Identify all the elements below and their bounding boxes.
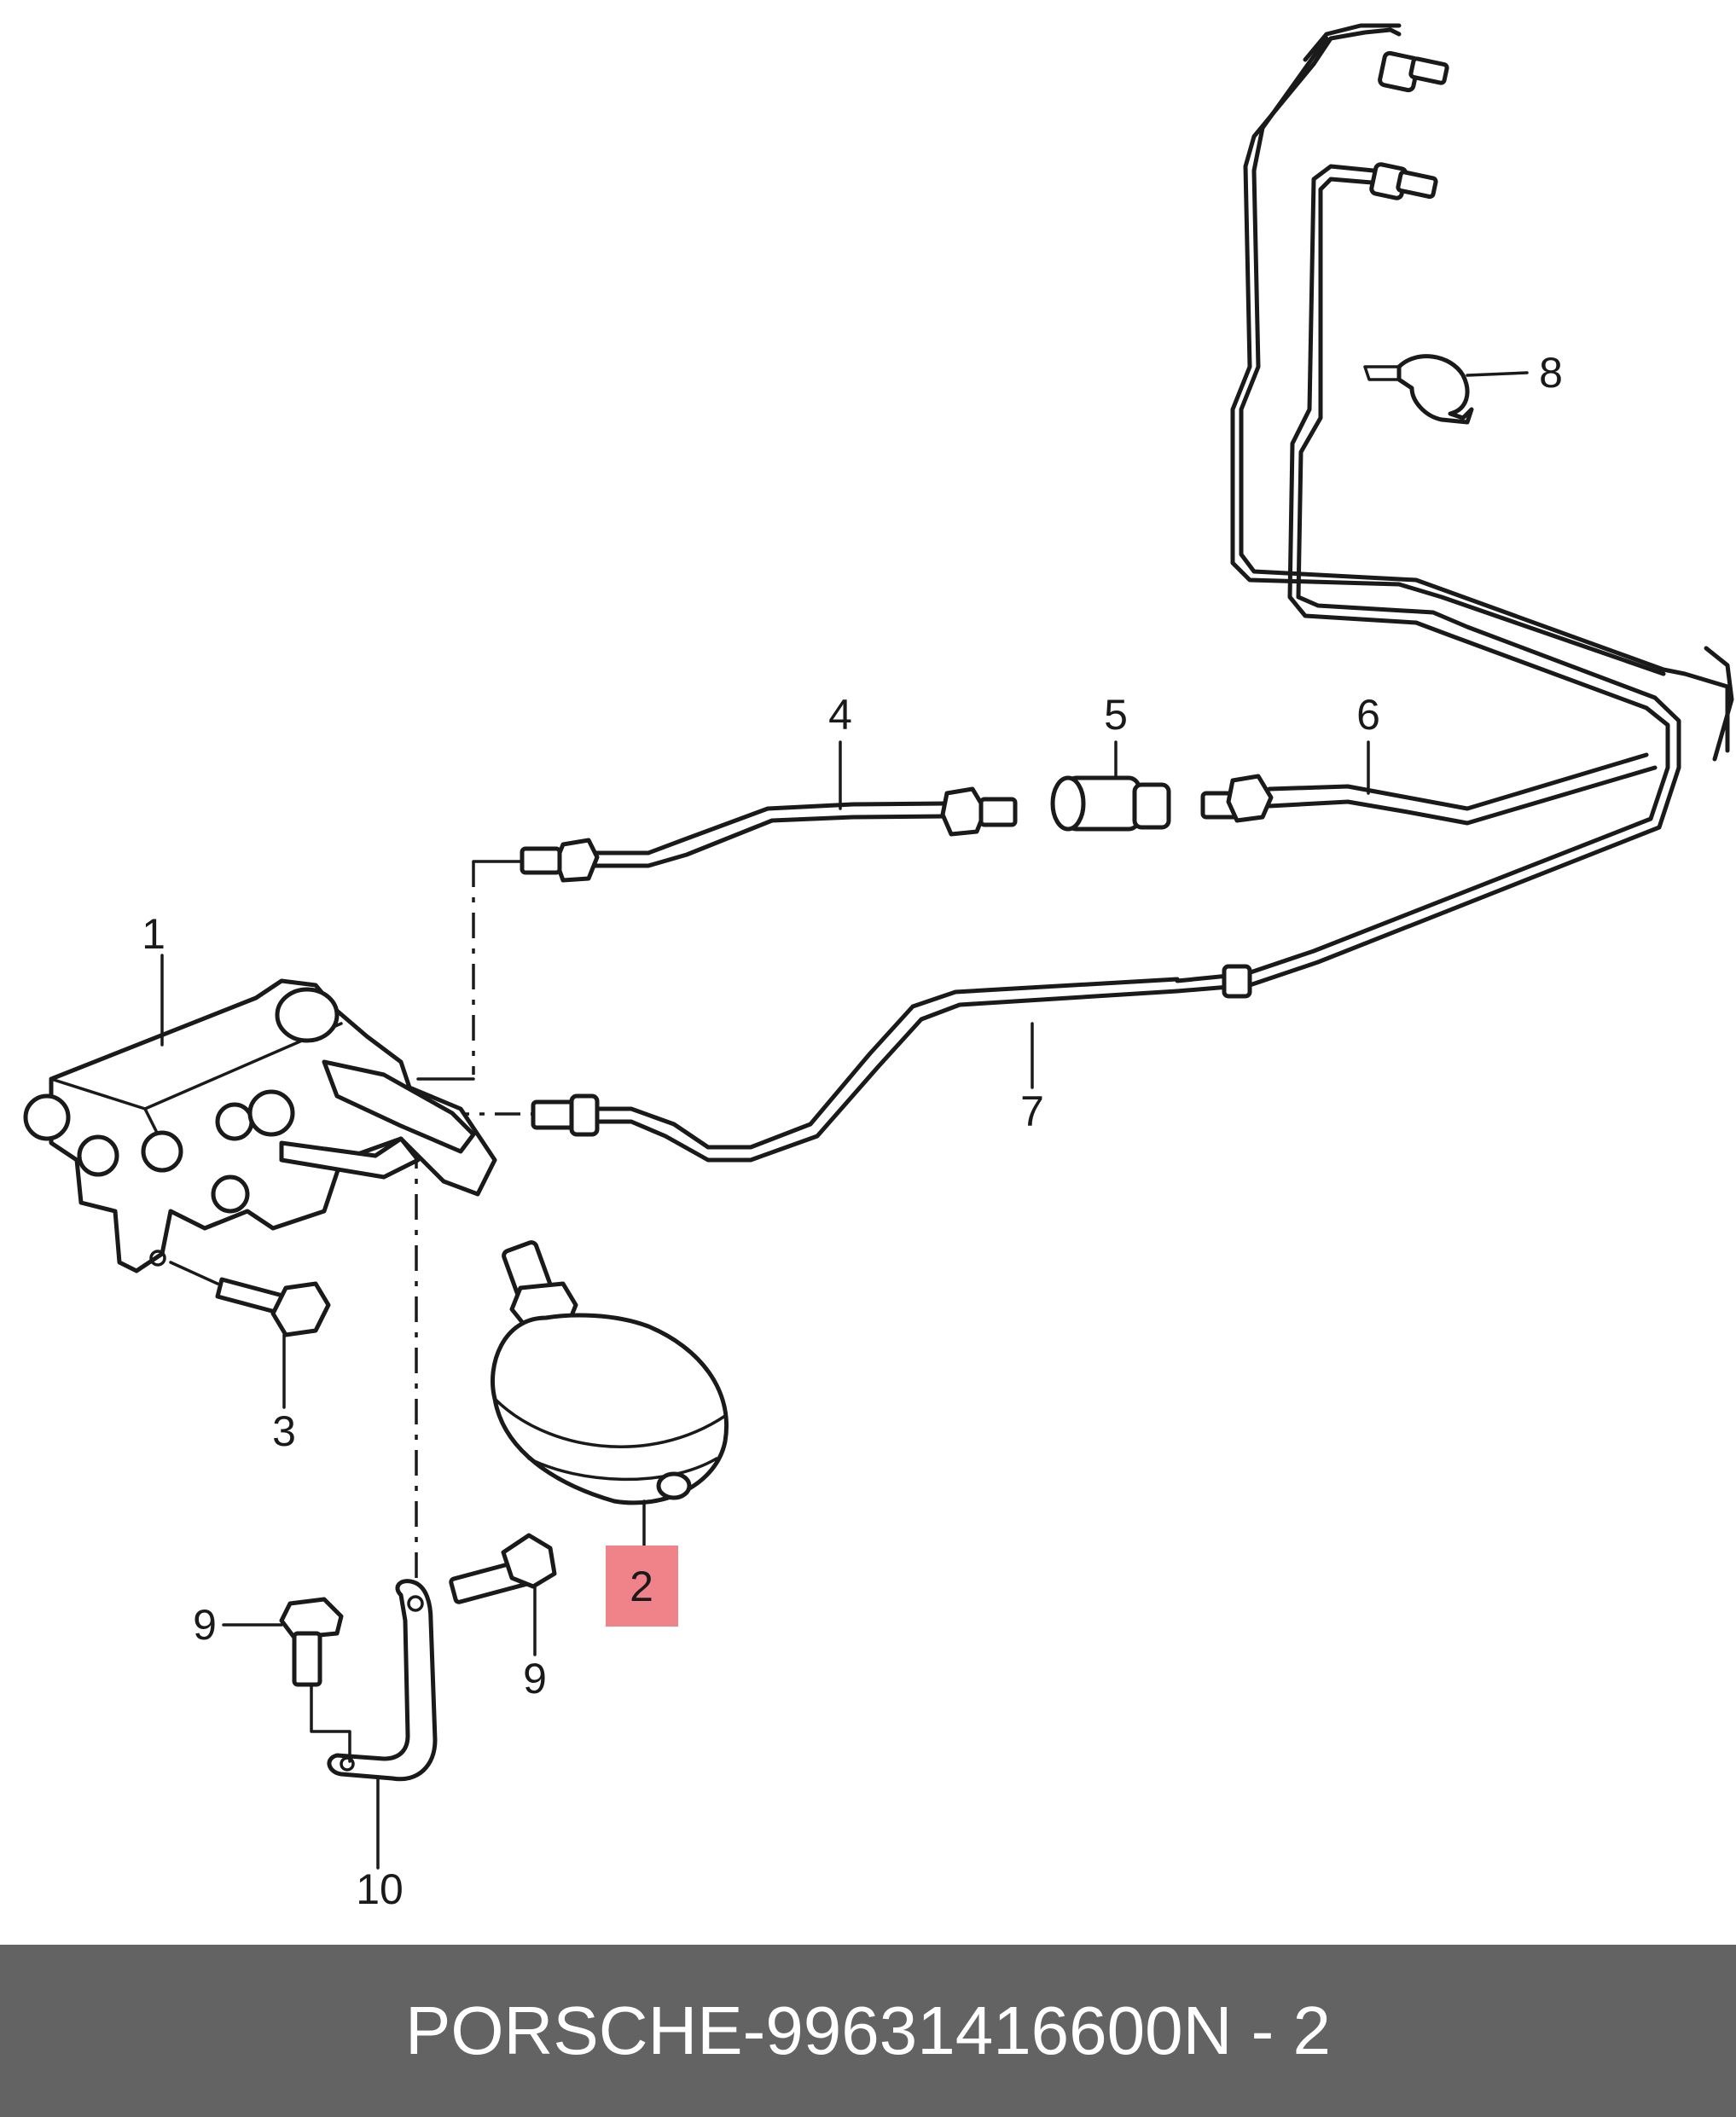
connector-part-5 xyxy=(1050,740,1171,832)
footer-separator: - xyxy=(742,1992,766,2068)
footer-part-number: 99631416600 xyxy=(765,1992,1183,2068)
callout-10: 10 xyxy=(356,1865,404,1913)
callout-4: 4 xyxy=(828,691,852,739)
callout-1: 1 xyxy=(142,910,165,958)
footer-bar: PORSCHE - 99631416600 N - 2 xyxy=(0,1945,1736,2117)
footer-diagram-ref: N - 2 xyxy=(1182,1992,1332,2068)
parts-diagram: 1 2 3 4 5 6 7 8 9 9 10 xyxy=(23,23,1734,1913)
callout-7: 7 xyxy=(1020,1088,1044,1135)
bolt-part-9-left xyxy=(222,1597,351,1763)
main-pipe-bundle xyxy=(1175,23,1734,994)
pipe-part-6 xyxy=(1200,740,1658,826)
callout-2: 2 xyxy=(630,1563,653,1610)
callout-9-right: 9 xyxy=(523,1655,547,1702)
bracket-part-10 xyxy=(327,1579,438,1870)
callout-6: 6 xyxy=(1356,691,1380,739)
pipe-clip xyxy=(1363,354,1529,425)
footer-brand: PORSCHE xyxy=(404,1992,743,2068)
bolt-part-3 xyxy=(169,1261,331,1409)
valve-block xyxy=(23,954,497,1273)
bolt-part-9-right xyxy=(449,1533,557,1656)
callout-3: 3 xyxy=(272,1407,296,1455)
callout-5: 5 xyxy=(1104,691,1128,739)
accumulator-sphere xyxy=(491,1240,729,1554)
callout-8: 8 xyxy=(1539,349,1563,397)
pipe-part-4 xyxy=(520,740,1018,883)
pipe-part-7 xyxy=(531,964,1252,1163)
callout-2-highlight xyxy=(606,1546,678,1627)
callout-9-left: 9 xyxy=(193,1601,217,1649)
